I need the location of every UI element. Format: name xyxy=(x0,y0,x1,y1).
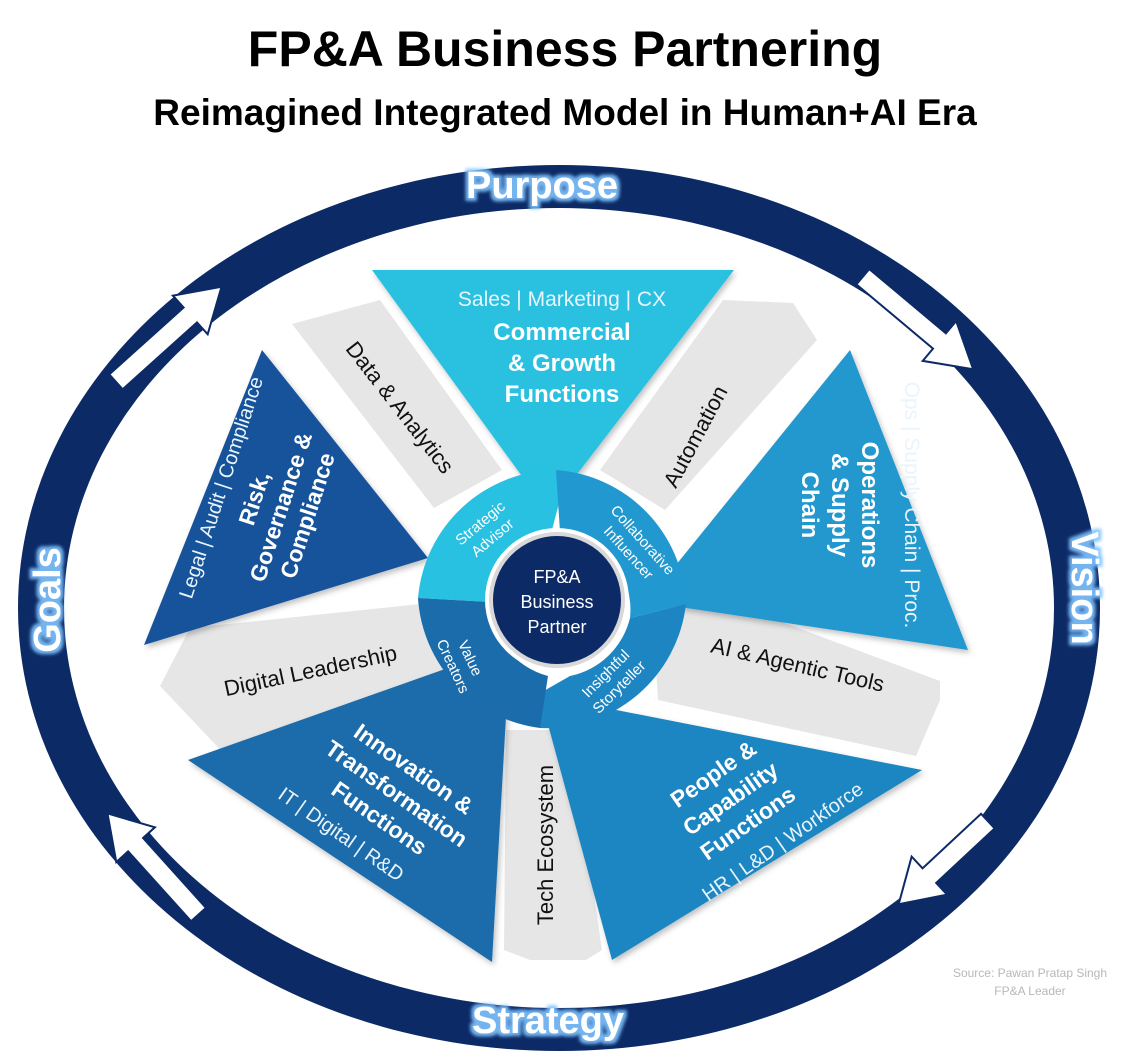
role-petals xyxy=(418,470,686,729)
pillar-ai-agentic xyxy=(652,590,940,756)
ring-label-strategy: Strategy xyxy=(472,1000,624,1042)
commercial-sub: Sales | Marketing | CX xyxy=(458,288,666,311)
operations-sub: Ops | Supply Chain | Proc. xyxy=(900,382,923,629)
ring-label-goals: Goals xyxy=(27,547,69,653)
operations-line-3: Chain xyxy=(796,472,823,539)
ring-label-vision: Vision xyxy=(1063,531,1105,644)
role-petal-collaborative xyxy=(556,470,686,618)
source-line-1: Source: Pawan Pratap Singh xyxy=(953,966,1107,980)
segment-commercial xyxy=(372,270,734,512)
segments xyxy=(144,270,968,962)
segment-risk xyxy=(144,350,428,645)
ring-label-purpose: Purpose xyxy=(466,165,618,207)
page-subtitle: Reimagined Integrated Model in Human+AI … xyxy=(153,92,977,133)
hub-circle xyxy=(489,532,625,668)
segment-people xyxy=(540,695,922,960)
commercial-line-3: Functions xyxy=(505,381,620,408)
hub-line-1: FP&A xyxy=(533,567,580,587)
operations-line-1: Operations xyxy=(856,442,883,569)
hub-line-2: Business xyxy=(520,592,593,612)
segment-operations-text: Ops | Supply Chain | Proc. Operations & … xyxy=(796,382,923,629)
pillar-data-analytics xyxy=(292,300,502,508)
segment-innovation xyxy=(188,646,510,962)
segment-commercial-text: Sales | Marketing | CX Commercial & Grow… xyxy=(458,288,666,408)
role-petal-insightful xyxy=(528,604,686,729)
arrow-up-right-icon xyxy=(107,285,223,391)
arrow-down-right-icon xyxy=(855,267,975,371)
arrow-down-left-icon xyxy=(897,812,997,906)
ring-arrows xyxy=(106,267,997,923)
hub-line-3: Partner xyxy=(527,617,586,637)
role-petal-value xyxy=(418,598,548,728)
pillar-digital-leadership xyxy=(160,604,470,760)
pillar-label-tech-ecosystem: Tech Ecosystem xyxy=(533,765,558,925)
operations-line-2: & Supply xyxy=(826,453,853,558)
segment-operations xyxy=(646,350,968,650)
role-petal-strategic xyxy=(418,470,566,602)
arrow-up-left-icon xyxy=(106,812,208,923)
source-line-2: FP&A Leader xyxy=(994,984,1065,998)
commercial-line-1: Commercial xyxy=(493,319,630,346)
pillar-automation xyxy=(600,300,817,510)
page-title: FP&A Business Partnering xyxy=(247,21,883,77)
commercial-line-2: & Growth xyxy=(508,350,616,377)
hub: FP&A Business Partner xyxy=(485,528,629,672)
